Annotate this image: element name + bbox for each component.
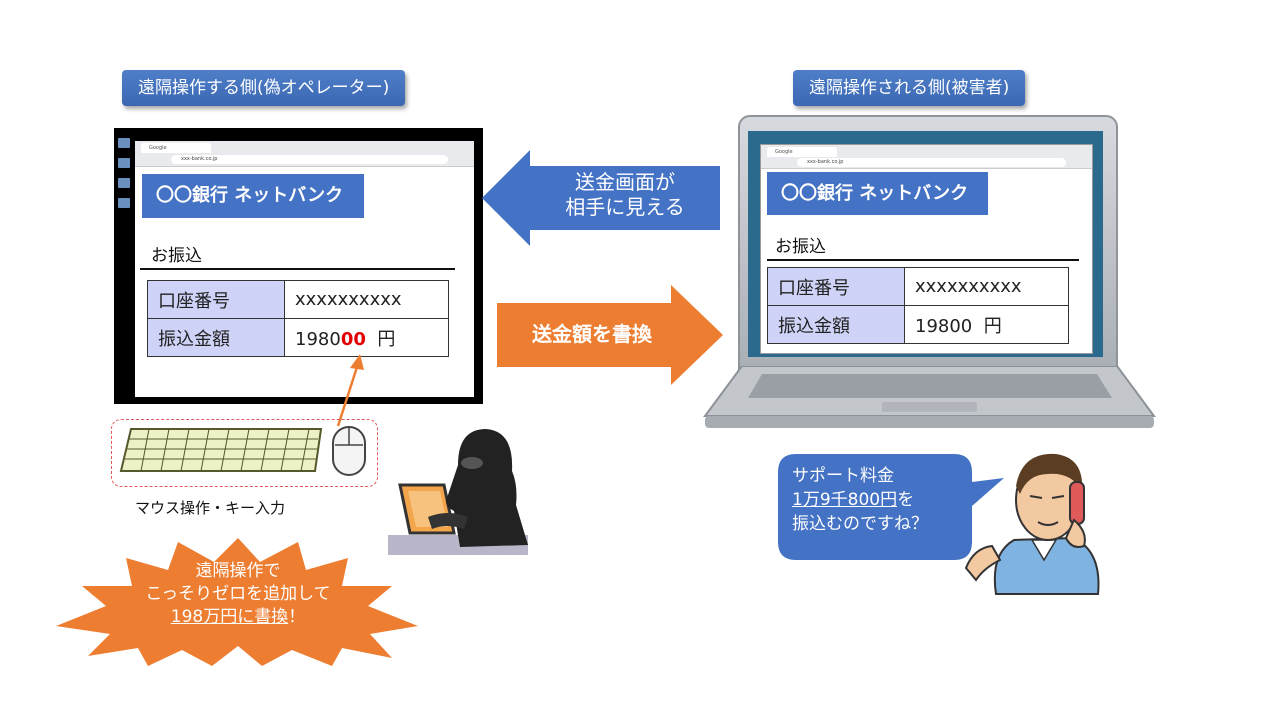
screen-share-arrow — [482, 150, 720, 246]
desktop-icons — [116, 132, 134, 218]
bank-title: 〇〇銀行 ネットバンク — [142, 174, 364, 218]
desktop-icon — [118, 178, 130, 188]
edit-pointer-arrow — [336, 354, 364, 427]
attacker-browser-window: Google xxx-bank.co.jp 〇〇銀行 ネットバンク お振込 口座… — [135, 141, 474, 397]
currency: 円 — [377, 328, 396, 350]
transfer-form: 口座番号 xxxxxxxxxx 振込金額 198000 円 — [147, 280, 449, 357]
burst-amount: 198万円に書換 — [170, 606, 289, 627]
account-label: 口座番号 — [147, 280, 285, 319]
victim-illustration — [964, 453, 1100, 595]
table-row: 振込金額 19800 円 — [767, 305, 1069, 344]
browser-toolbar: Google xxx-bank.co.jp — [761, 145, 1092, 169]
hacker-illustration — [388, 429, 528, 555]
speech-text: サポート料金 1万9千800円を 振込むのですね？ — [792, 465, 962, 536]
amount-label: 振込金額 — [147, 318, 285, 357]
table-row: 口座番号 xxxxxxxxxx — [147, 280, 449, 319]
victim-laptop-screen: Google xxx-bank.co.jp 〇〇銀行 ネットバンク お振込 口座… — [748, 131, 1103, 357]
screen-share-text: 送金画面が 相手に見える — [540, 170, 710, 220]
attacker-side-header: 遠隔操作する側(偽オペレーター) — [122, 70, 406, 106]
recycle-bin-icon — [118, 198, 130, 208]
burst-text: 遠隔操作で こっそりゼロを追加して 198万円に書換！ — [138, 560, 338, 629]
attacker-monitor: Google xxx-bank.co.jp 〇〇銀行 ネットバンク お振込 口座… — [114, 128, 483, 404]
section-label: お振込 — [151, 246, 202, 266]
keyboard-icon — [119, 428, 323, 472]
speech-line: 振込むのですね？ — [792, 513, 928, 534]
arrow-line: 相手に見える — [565, 195, 685, 219]
bank-title: 〇〇銀行 ネットバンク — [767, 172, 988, 215]
arrow-line: 送金画面が — [575, 170, 675, 194]
mouse-icon — [332, 426, 366, 476]
amount-value[interactable]: 19800 円 — [904, 305, 1069, 344]
victim-side-header: 遠隔操作される側(被害者) — [793, 70, 1026, 106]
amount-base: 19800 — [915, 315, 973, 337]
currency: 円 — [983, 315, 1002, 337]
address-bar[interactable]: xxx-bank.co.jp — [171, 155, 448, 164]
warning-burst — [56, 538, 418, 666]
burst-line: 198万円に書換！ — [138, 606, 338, 629]
transfer-form: 口座番号 xxxxxxxxxx 振込金額 19800 円 — [767, 267, 1069, 344]
burst-suffix: ！ — [288, 606, 306, 627]
table-row: 口座番号 xxxxxxxxxx — [767, 267, 1069, 306]
rewrite-amount-text: 送金額を書換 — [532, 322, 652, 346]
input-devices-frame — [111, 419, 378, 487]
speech-bubble — [778, 454, 1004, 560]
rewrite-amount-arrow — [497, 285, 723, 385]
browser-tab[interactable]: Google — [767, 147, 837, 157]
input-caption: マウス操作・キー入力 — [135, 499, 286, 517]
section-label: お振込 — [775, 237, 826, 257]
victim-browser-window: Google xxx-bank.co.jp 〇〇銀行 ネットバンク お振込 口座… — [760, 144, 1093, 354]
burst-line: 遠隔操作で — [195, 561, 281, 581]
browser-toolbar: Google xxx-bank.co.jp — [135, 141, 474, 167]
account-label: 口座番号 — [767, 267, 905, 306]
speech-line: サポート料金 — [792, 466, 894, 486]
desktop-icon — [118, 138, 130, 148]
amount-base: 1980 — [295, 328, 341, 350]
account-value[interactable]: xxxxxxxxxx — [284, 280, 449, 319]
added-zeros: 00 — [340, 328, 366, 350]
burst-line: こっそりゼロを追加して — [145, 583, 331, 604]
amount-label: 振込金額 — [767, 305, 905, 344]
victim-laptop-base — [703, 366, 1156, 428]
speech-line: 1万9千800円を — [792, 489, 962, 513]
amount-value[interactable]: 198000 円 — [284, 318, 449, 357]
section-divider — [767, 259, 1079, 261]
browser-tab[interactable]: Google — [141, 143, 211, 153]
table-row: 振込金額 198000 円 — [147, 318, 449, 357]
address-bar[interactable]: xxx-bank.co.jp — [797, 158, 1066, 167]
section-divider — [140, 268, 455, 270]
speech-suffix: を — [897, 489, 915, 510]
desktop-icon — [118, 158, 130, 168]
account-value[interactable]: xxxxxxxxxx — [904, 267, 1069, 306]
speech-amount: 1万9千800円 — [792, 489, 898, 510]
